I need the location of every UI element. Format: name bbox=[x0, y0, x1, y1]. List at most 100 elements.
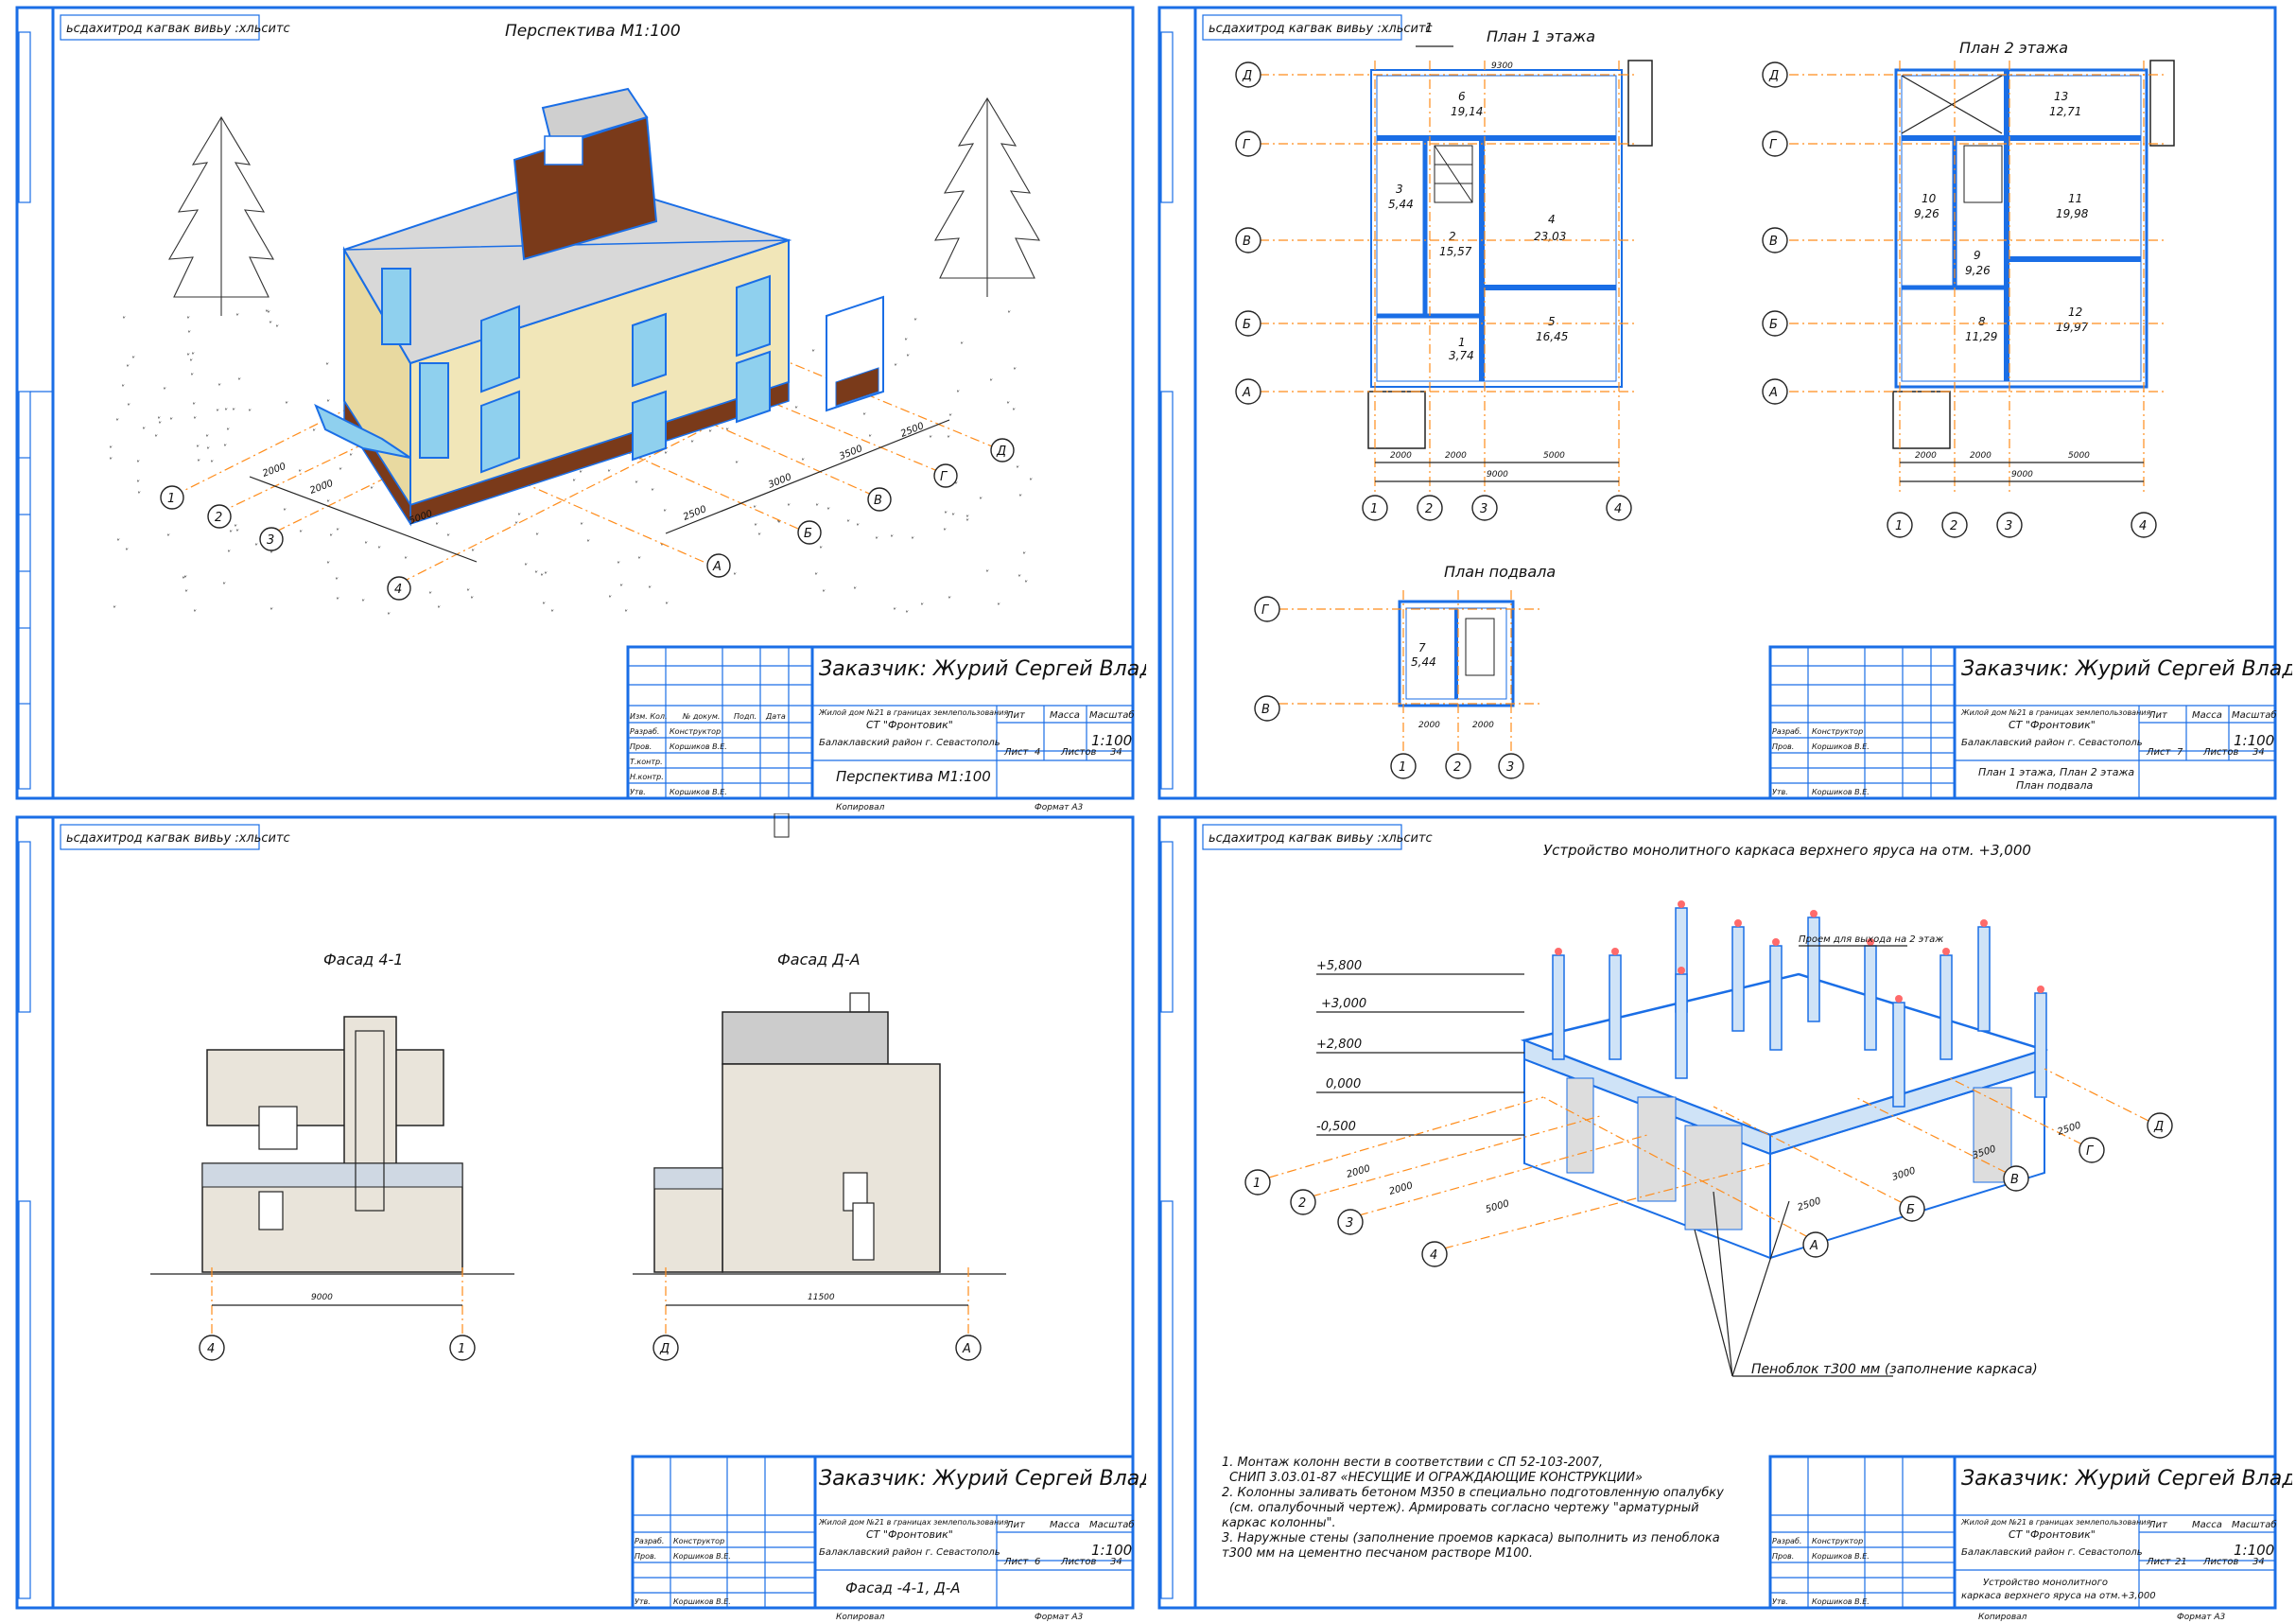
grass-mark: ˅ bbox=[121, 316, 126, 324]
coop-name: СТ "Фронтовик" bbox=[866, 1528, 953, 1541]
room-number: 9 bbox=[1974, 249, 1981, 262]
grass-mark: ˅ bbox=[434, 522, 439, 531]
sheet-facades-drawing: ьсдахитрод кагвак вивьу :хльситс Фасад 4… bbox=[15, 813, 1150, 1622]
basement-title: План подвала bbox=[1444, 563, 1556, 581]
grass-mark: ˅ bbox=[516, 513, 521, 521]
axis-bubble-G: Г bbox=[940, 470, 948, 484]
grass-mark: ˅ bbox=[233, 524, 237, 532]
grass-mark: ˅ bbox=[978, 497, 983, 505]
checker: Коршиков В.Е. bbox=[1812, 1552, 1870, 1561]
note-line: 2. Колонны заливать бетоном М350 в специ… bbox=[1222, 1486, 1724, 1500]
axis-bubble-4: 4 bbox=[2139, 519, 2147, 533]
project-line: Жилой дом №21 в границах землепользовани… bbox=[1960, 1518, 2151, 1527]
grass-mark: ˅ bbox=[950, 513, 955, 521]
plan1-axes: Д Г В Б А 1 2 3 4 2000 2000 5000 9000 93… bbox=[1235, 61, 1638, 521]
grass-mark: ˅ bbox=[775, 519, 780, 528]
plan2-axes: Д Г В Б А 1 2 3 4 2000 2000 5000 9000 bbox=[1762, 61, 2167, 538]
grass-mark: ˅ bbox=[810, 349, 815, 358]
grass-mark: ˅ bbox=[386, 612, 391, 620]
stamp-row: Пров. bbox=[1772, 1552, 1794, 1561]
stamp-row: Н.контр. bbox=[630, 773, 664, 781]
room-area: 19,97 bbox=[2056, 321, 2089, 334]
grass-mark: ˅ bbox=[360, 599, 365, 607]
room-area: 9,26 bbox=[1965, 264, 1991, 277]
grass-mark: ˅ bbox=[948, 413, 952, 422]
concrete-column bbox=[1675, 973, 1688, 1079]
frame-columns bbox=[1552, 900, 2047, 1108]
project-line: Жилой дом №21 в границах землепользовани… bbox=[818, 1518, 1009, 1527]
concrete-column bbox=[1731, 926, 1745, 1032]
title-block: Заказчик: Журий Сергей Владимирович Жило… bbox=[1768, 1455, 2292, 1610]
axis-bubble-D: Д bbox=[659, 1342, 670, 1356]
concrete-column bbox=[1807, 916, 1820, 1022]
dim-label: 2000 bbox=[1915, 451, 1937, 461]
grass-mark: ˅ bbox=[533, 570, 538, 579]
note-line: 3. Наружные стены (заполнение проемов ка… bbox=[1222, 1531, 1720, 1545]
customer-name: Заказчик: Журий Сергей Владимирович bbox=[1961, 1467, 2292, 1491]
grass-mark: ˅ bbox=[662, 509, 667, 517]
axis-bubble-D: Д bbox=[996, 445, 1006, 459]
title-block: Заказчик: Журий Сергей Владимирович Жило… bbox=[631, 1455, 1150, 1610]
grass-mark: ˅ bbox=[114, 418, 119, 427]
axis-bubble-V: В bbox=[1243, 235, 1251, 249]
grass-mark: ˅ bbox=[215, 409, 219, 417]
grass-mark: ˅ bbox=[335, 528, 339, 536]
dim-label: 2500 bbox=[2057, 1121, 2083, 1138]
room-area: 19,14 bbox=[1451, 105, 1483, 118]
grass-mark: ˅ bbox=[126, 403, 130, 411]
grass-mark: ˅ bbox=[523, 563, 528, 571]
grass-mark: ˅ bbox=[284, 401, 288, 410]
scale-label: Масштаб bbox=[1089, 1519, 1135, 1530]
axis-bubble-D: Д bbox=[1242, 69, 1252, 83]
room-number: 5 bbox=[1548, 315, 1556, 328]
room-number: 10 bbox=[1922, 192, 1937, 205]
rebar-outlet bbox=[1734, 919, 1742, 927]
stamp-row: Утв. bbox=[630, 788, 646, 796]
room-area: 5,44 bbox=[1388, 198, 1414, 211]
level-mark: +2,800 bbox=[1316, 1038, 1362, 1052]
grass-mark: ˅ bbox=[585, 539, 590, 548]
room-area: 11,29 bbox=[1965, 330, 1997, 343]
grass-mark: ˅ bbox=[650, 488, 654, 497]
level-mark: -0,500 bbox=[1316, 1120, 1356, 1134]
sheets-label: Листов bbox=[2202, 1557, 2238, 1567]
coop-name: СТ "Фронтовик" bbox=[2009, 1528, 2096, 1541]
grass-mark: ˅ bbox=[543, 571, 548, 580]
grass-mark: ˅ bbox=[664, 602, 669, 610]
grass-mark: ˅ bbox=[465, 588, 470, 597]
left-margin-boxes bbox=[18, 31, 53, 790]
axis-bubble-V: В bbox=[874, 494, 882, 508]
room-area: 12,71 bbox=[2049, 105, 2081, 118]
grass-mark: ˅ bbox=[189, 373, 194, 381]
grass-mark: ˅ bbox=[607, 595, 612, 603]
grass-mark: ˅ bbox=[168, 417, 173, 426]
format-label: Формат А3 bbox=[2177, 1613, 2226, 1622]
mass-label: Масса bbox=[1050, 1520, 1080, 1530]
grass-mark: ˅ bbox=[861, 412, 866, 421]
grass-mark: ˅ bbox=[209, 460, 214, 468]
dim-top: 9300 bbox=[1491, 61, 1513, 71]
grass-mark: ˅ bbox=[181, 576, 185, 585]
axis-bubble-2: 2 bbox=[215, 511, 222, 525]
sheets-label: Листов bbox=[2202, 747, 2238, 758]
facade-D-A bbox=[633, 813, 1006, 1275]
facade-axes: 9000 11500 4 1 Д А bbox=[199, 1267, 982, 1361]
checker: Коршиков В.Е. bbox=[673, 1552, 731, 1561]
grass-mark: ˅ bbox=[156, 416, 161, 425]
rebar-outlet bbox=[1895, 995, 1903, 1003]
grass-mark: ˅ bbox=[266, 310, 270, 319]
axis-bubble-G: Г bbox=[1769, 138, 1778, 152]
grass-mark: ˅ bbox=[191, 402, 196, 410]
grass-mark: ˅ bbox=[910, 536, 914, 545]
axis-bubble-1: 1 bbox=[167, 492, 175, 506]
grass-mark: ˅ bbox=[120, 384, 125, 393]
grass-mark: ˅ bbox=[539, 573, 544, 582]
grass-mark: ˅ bbox=[1028, 478, 1033, 486]
facade2-title: Фасад Д-А bbox=[777, 951, 861, 969]
dim-label: 2000 bbox=[308, 479, 335, 497]
project-line: Жилой дом №21 в границах землепользовани… bbox=[1960, 708, 2151, 717]
sheet-perspective-drawing: ьсдахитрод кагвак вивьу :хльситс Перспек… bbox=[15, 6, 1150, 812]
grass-mark: ˅ bbox=[108, 457, 113, 465]
grass-mark: ˅ bbox=[893, 363, 897, 372]
rebar-outlet bbox=[1678, 967, 1685, 974]
